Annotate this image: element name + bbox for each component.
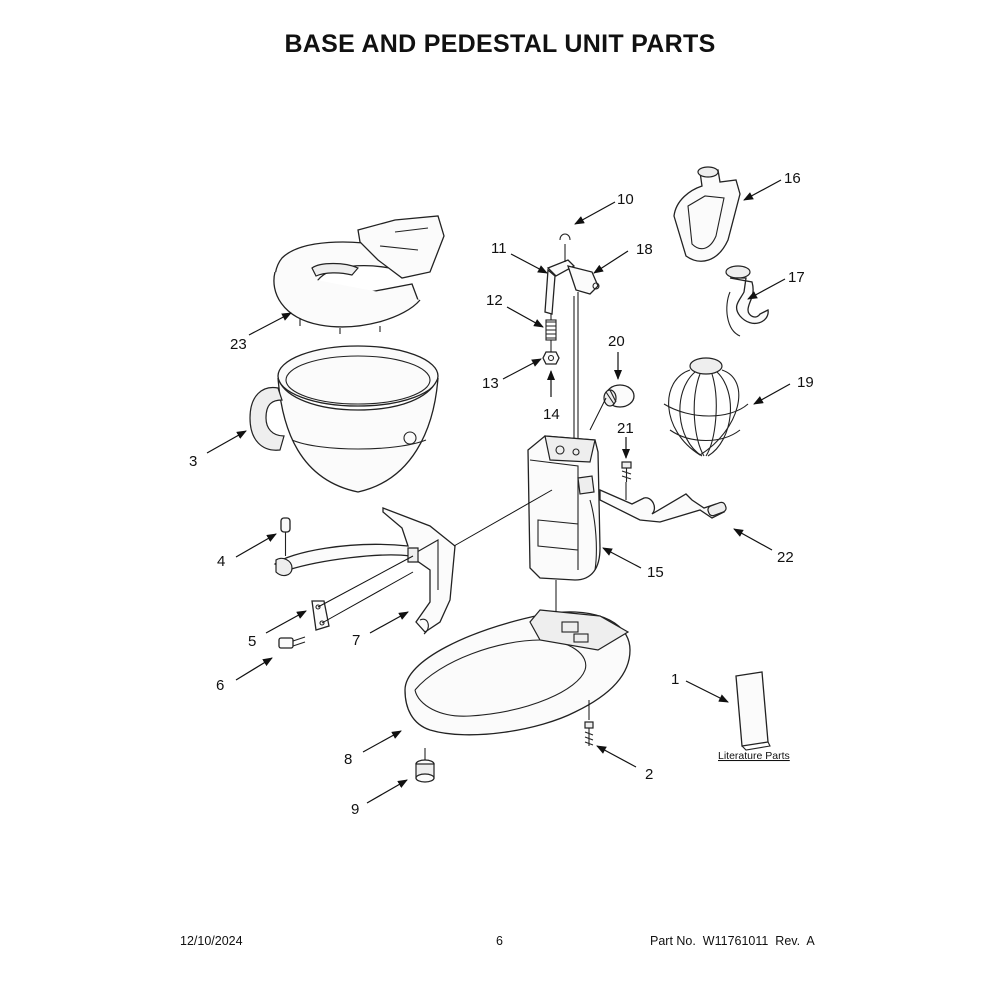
literature-parts-label: Literature Parts	[718, 750, 790, 762]
callout-2: 2	[645, 766, 653, 783]
callout-6: 6	[216, 677, 224, 694]
callout-18: 18	[636, 241, 653, 258]
callout-12: 12	[486, 292, 503, 309]
rubber-foot-part	[415, 759, 435, 783]
callout-22: 22	[777, 549, 794, 566]
footer-page-number: 6	[496, 934, 503, 948]
callout-14: 14	[543, 406, 560, 423]
callout-7: 7	[352, 632, 360, 649]
callout-arrows	[206, 179, 791, 804]
base-screw-part	[584, 721, 594, 746]
mixing-bowl-part	[249, 345, 439, 493]
lift-rod-assembly-part	[544, 233, 600, 438]
callout-17: 17	[788, 269, 805, 286]
callout-23: 23	[230, 336, 247, 353]
page-title: BASE AND PEDESTAL UNIT PARTS	[284, 30, 716, 58]
callout-5: 5	[248, 633, 256, 650]
callout-labels: 1 2 3 4 5 6 7 8 9 10 11 12 13 14 15 16 1…	[189, 170, 814, 818]
literature-booklet-part	[735, 671, 771, 751]
callout-3: 3	[189, 453, 197, 470]
callout-1: 1	[671, 671, 679, 688]
clamp-screw-part	[278, 636, 306, 649]
base-part	[404, 609, 631, 736]
nut-part	[542, 351, 560, 365]
callout-9: 9	[351, 801, 359, 818]
spring-part	[545, 319, 557, 341]
callout-11: 11	[491, 240, 507, 257]
crank-handle-part	[599, 489, 727, 523]
callout-4: 4	[217, 553, 225, 570]
pedestal-part	[527, 435, 601, 581]
callout-16: 16	[784, 170, 801, 187]
callout-10: 10	[617, 191, 634, 208]
bowl-clamp-part	[273, 507, 456, 635]
callout-21: 21	[617, 420, 634, 437]
callout-8: 8	[344, 751, 352, 768]
assembly-reference-lines	[317, 244, 627, 760]
wire-whip-part	[663, 357, 749, 457]
callout-13: 13	[482, 375, 499, 392]
pouring-shield-part	[273, 215, 445, 334]
callout-15: 15	[647, 564, 664, 581]
bushing-part	[603, 384, 635, 408]
callout-20: 20	[608, 333, 625, 350]
flat-beater-part	[673, 166, 741, 262]
clamp-plate-part	[311, 600, 330, 631]
dough-hook-part	[725, 265, 769, 337]
footer-date: 12/10/2024	[180, 934, 243, 948]
pin-part	[280, 517, 291, 556]
footer-part-number: Part No. W11761011 Rev. A	[650, 934, 815, 948]
pedestal-screw-part	[621, 461, 632, 482]
callout-19: 19	[797, 374, 814, 391]
